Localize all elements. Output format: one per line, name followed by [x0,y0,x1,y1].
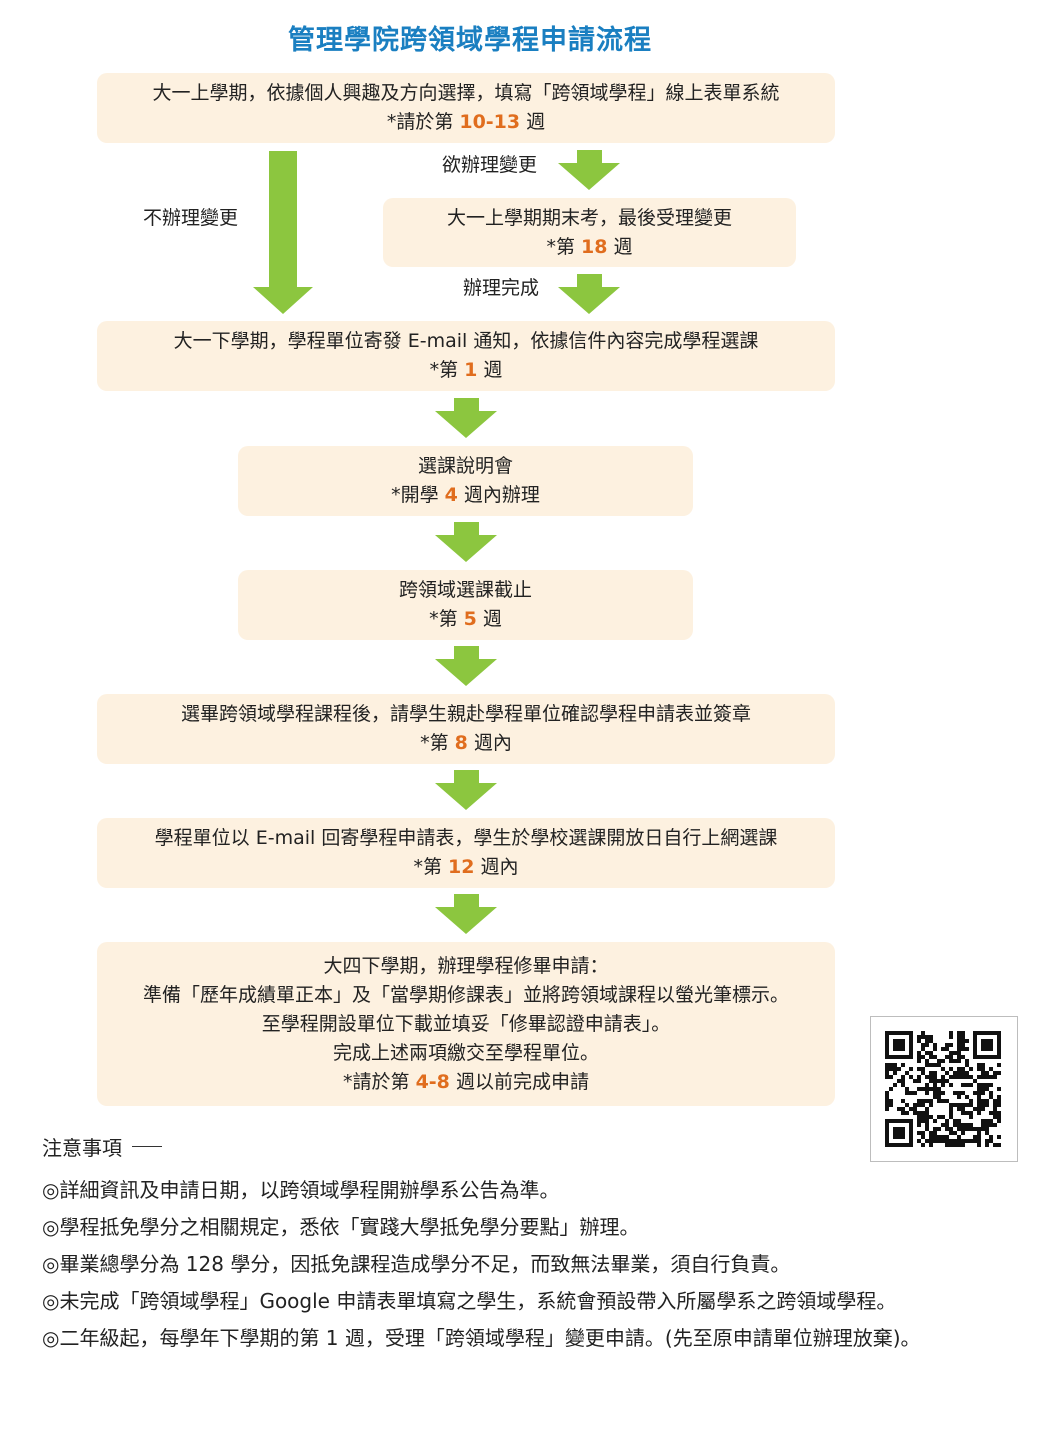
step-box-7: 學程單位以 E-mail 回寄學程申請表，學生於學校選課開放日自行上網選課 *第 … [97,818,835,888]
week-prefix: *請於第 [343,1070,416,1093]
page-title: 管理學院跨領域學程申請流程 [288,25,652,56]
long-down-arrow-icon [253,151,313,314]
week-suffix: 週內辦理 [457,484,540,506]
week-suffix: 週內 [474,856,519,878]
week-prefix: *第 [413,856,449,878]
note-item: ◎二年級起，每學年下學期的第 1 週，受理「跨領域學程」變更申請。(先至原申請單… [42,1326,921,1350]
step-text: 選課說明會 [417,455,513,477]
week-prefix: *第 [420,732,455,754]
down-arrow-icon [558,274,620,314]
note-item: ◎詳細資訊及申請日期，以跨領域學程開辦學系公告為準。 [42,1178,560,1202]
down-arrow-icon [435,770,497,810]
down-arrow-icon [435,522,497,562]
week-number: 18 [581,235,608,258]
step-box-4: 選課說明會 *開學 4 週內辦理 [238,446,693,516]
step-week: *第 18 週 [546,233,632,262]
step-week: *第 8 週內 [420,729,512,758]
week-suffix: 週內 [467,732,512,754]
notes-title-text: 注意事項 [42,1136,122,1160]
notes-title: 注意事項 [42,1132,162,1161]
step-text: 選畢跨領域學程課程後，請學生親赴學程單位確認學程申請表並簽章 [180,703,751,725]
down-arrow-icon [558,150,620,190]
down-arrow-icon [435,646,497,686]
step-text: 準備「歷年成績單正本」及「當學期修課表」並將跨領域課程以螢光筆標示。 [142,983,789,1006]
week-number: 8 [454,732,468,754]
step-text: 大一下學期，學程單位寄發 E-mail 通知，依據信件內容完成學程選課 [173,330,759,352]
qr-code-icon [885,1031,1001,1147]
step-box-3: 大一下學期，學程單位寄發 E-mail 通知，依據信件內容完成學程選課 *第 1 … [97,321,835,391]
step-box-8: 大四下學期，辦理學程修畢申請： 準備「歷年成績單正本」及「當學期修課表」並將跨領域… [97,942,835,1106]
notes-list: ◎詳細資訊及申請日期，以跨領域學程開辦學系公告為準。 ◎學程抵免學分之相關規定，… [42,1172,942,1357]
week-prefix: *第 [429,608,464,630]
week-suffix: 週 [476,608,502,630]
down-arrow-icon [435,894,497,934]
week-suffix: 週 [477,359,503,381]
step-week: *第 12 週內 [413,853,518,882]
week-prefix: *第 [546,235,582,258]
step-week: *請於第 10-13 週 [387,108,545,137]
step-text: 完成上述兩項繳交至學程單位。 [332,1041,599,1064]
week-number: 4-8 [415,1070,450,1093]
week-number: 12 [448,856,475,878]
week-prefix: *開學 [391,484,445,506]
week-number: 5 [463,608,477,630]
week-number: 4 [444,484,458,506]
step-box-1: 大一上學期，依據個人興趣及方向選擇，填寫「跨領域學程」線上表單系統 *請於第 10… [97,73,835,143]
week-suffix: 週 [607,235,633,258]
week-number: 1 [464,359,478,381]
step-week: *第 5 週 [429,605,502,634]
note-item: ◎畢業總學分為 128 學分，因抵免課程造成學分不足，而致無法畢業，須自行負責。 [42,1252,791,1276]
week-suffix: 週 [520,111,546,133]
step-box-6: 選畢跨領域學程課程後，請學生親赴學程單位確認學程申請表並簽章 *第 8 週內 [97,694,835,764]
week-prefix: *第 [429,359,465,381]
label-want-change: 欲辦理變更 [442,154,538,176]
qr-code[interactable] [870,1016,1018,1162]
note-item: ◎學程抵免學分之相關規定，悉依「實踐大學抵免學分要點」辦理。 [42,1215,640,1239]
step-week: *開學 4 週內辦理 [391,481,540,510]
week-suffix: 週以前完成申請 [449,1070,589,1093]
step-text: 大四下學期，辦理學程修畢申請： [323,954,609,977]
step-text: 至學程開設單位下載並填妥「修畢認證申請表」。 [261,1012,671,1035]
note-item: ◎未完成「跨領域學程」Google 申請表單填寫之學生，系統會預設帶入所屬學系之… [42,1289,897,1313]
step-week: *請於第 4-8 週以前完成申請 [343,1068,589,1097]
step-box-2: 大一上學期期末考，最後受理變更 *第 18 週 [383,198,796,267]
step-box-5: 跨領域選課截止 *第 5 週 [238,570,693,640]
label-no-change: 不辦理變更 [143,207,239,229]
label-done: 辦理完成 [463,277,540,299]
down-arrow-icon [435,398,497,438]
step-text: 大一上學期，依據個人興趣及方向選擇，填寫「跨領域學程」線上表單系統 [152,82,780,104]
step-text: 學程單位以 E-mail 回寄學程申請表，學生於學校選課開放日自行上網選課 [154,827,778,849]
week-prefix: *請於第 [386,111,460,133]
step-text: 大一上學期期末考，最後受理變更 [446,206,732,229]
notes-title-rule [132,1146,162,1147]
week-number: 10-13 [459,111,521,133]
step-week: *第 1 週 [430,356,503,385]
step-text: 跨領域選課截止 [398,579,532,601]
